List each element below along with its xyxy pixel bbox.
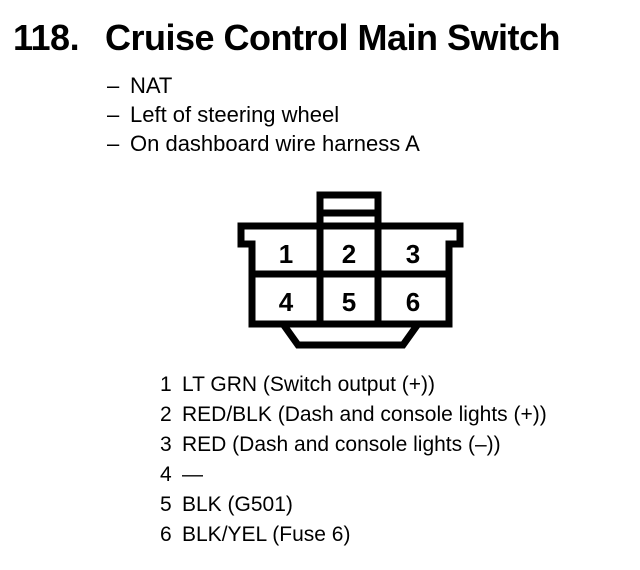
connector-svg: 1 2 3 4 5 6 bbox=[237, 191, 464, 349]
item-number: 118. bbox=[13, 17, 80, 58]
pin-row: 3 RED (Dash and console lights (–)) bbox=[160, 430, 547, 460]
note-text: NAT bbox=[130, 73, 173, 98]
pin-cavity-1: 1 bbox=[279, 239, 293, 269]
note-item: – Left of steering wheel bbox=[107, 100, 420, 129]
pin-row: 2 RED/BLK (Dash and console lights (+)) bbox=[160, 400, 547, 430]
pin-cavity-6: 6 bbox=[406, 287, 420, 317]
pin-row: 1 LT GRN (Switch output (+)) bbox=[160, 370, 547, 400]
pin-number: 3 bbox=[160, 433, 172, 456]
pin-cavity-4: 4 bbox=[279, 287, 294, 317]
note-text: Left of steering wheel bbox=[130, 102, 340, 127]
pin-cavity-3: 3 bbox=[406, 239, 420, 269]
note-dash: – bbox=[107, 131, 120, 156]
note-dash: – bbox=[107, 73, 120, 98]
note-item: – NAT bbox=[107, 71, 420, 100]
title-text: Cruise Control Main Switch bbox=[105, 17, 561, 58]
pin-number: 2 bbox=[160, 403, 172, 426]
note-text: On dashboard wire harness A bbox=[130, 131, 420, 156]
pin-row: 5 BLK (G501) bbox=[160, 490, 547, 520]
pin-number: 4 bbox=[160, 463, 172, 486]
notes-list: – NAT – Left of steering wheel – On dash… bbox=[107, 71, 420, 158]
note-dash: – bbox=[107, 102, 120, 127]
pin-number: 6 bbox=[160, 523, 172, 546]
pin-row: 4 — bbox=[160, 460, 547, 490]
page-title: 118. Cruise Control Main Switch bbox=[13, 17, 561, 58]
note-item: – On dashboard wire harness A bbox=[107, 129, 420, 158]
pin-list: 1 LT GRN (Switch output (+)) 2 RED/BLK (… bbox=[160, 370, 547, 550]
pin-cavity-2: 2 bbox=[342, 239, 356, 269]
pin-description: RED (Dash and console lights (–)) bbox=[182, 433, 501, 456]
pin-description: BLK (G501) bbox=[182, 493, 293, 516]
pin-description: LT GRN (Switch output (+)) bbox=[182, 373, 436, 396]
pin-description: RED/BLK (Dash and console lights (+)) bbox=[182, 403, 547, 426]
pin-description: BLK/YEL (Fuse 6) bbox=[182, 523, 351, 546]
pin-number: 5 bbox=[160, 493, 172, 516]
connector-diagram: 1 2 3 4 5 6 bbox=[228, 186, 476, 356]
pin-description: — bbox=[182, 463, 203, 486]
pin-cavity-5: 5 bbox=[342, 287, 356, 317]
pin-number: 1 bbox=[160, 373, 172, 396]
pin-row: 6 BLK/YEL (Fuse 6) bbox=[160, 520, 547, 550]
